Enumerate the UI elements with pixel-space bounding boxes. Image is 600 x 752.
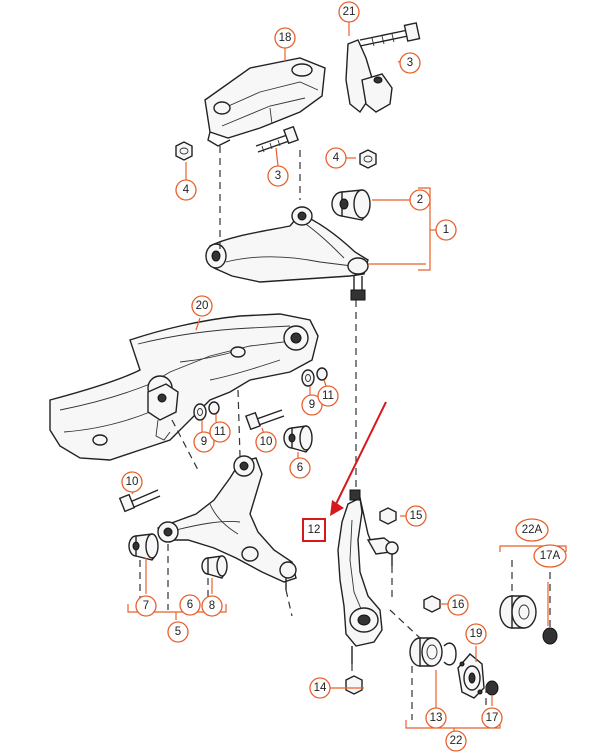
svg-text:1: 1 xyxy=(443,224,449,236)
nut-part-14 xyxy=(345,675,363,695)
callout-16: 16 xyxy=(447,594,469,616)
callout-5: 5 xyxy=(167,621,189,643)
svg-text:11: 11 xyxy=(322,390,334,402)
callout-9-lower: 9 xyxy=(193,431,215,453)
svg-text:4: 4 xyxy=(183,184,190,196)
highlight-arrow xyxy=(330,401,387,516)
svg-text:18: 18 xyxy=(279,32,292,44)
svg-text:13: 13 xyxy=(430,712,443,724)
hub-nut-part-17 xyxy=(485,680,499,696)
callout-4-left: 4 xyxy=(175,179,197,201)
hub-nut-part-17A xyxy=(542,627,558,645)
callout-2: 2 xyxy=(409,189,431,211)
upper-bracket-part-18 xyxy=(204,57,326,147)
svg-text:17A: 17A xyxy=(540,550,561,562)
washer-part-9-upper xyxy=(301,369,315,387)
tie-rod-end xyxy=(366,537,399,566)
callout-17A: 17A xyxy=(533,544,567,568)
svg-text:11: 11 xyxy=(214,426,226,438)
callout-21: 21 xyxy=(338,1,360,23)
callout-8: 8 xyxy=(201,595,223,617)
callout-1: 1 xyxy=(435,219,457,241)
svg-text:22A: 22A xyxy=(522,524,543,536)
svg-text:21: 21 xyxy=(343,6,356,18)
svg-text:19: 19 xyxy=(470,628,483,640)
callout-15: 15 xyxy=(405,505,427,527)
svg-text:15: 15 xyxy=(410,510,423,522)
mount-clamp-part-21 xyxy=(345,39,393,114)
callout-10-right: 10 xyxy=(255,431,277,453)
svg-text:17: 17 xyxy=(486,712,499,724)
bolt-part-10-right xyxy=(245,409,285,431)
svg-text:22: 22 xyxy=(450,735,463,747)
svg-text:10: 10 xyxy=(260,436,273,448)
svg-text:12: 12 xyxy=(308,524,321,536)
circlip xyxy=(443,642,457,666)
steering-knuckle-part-12 xyxy=(337,489,385,664)
svg-text:7: 7 xyxy=(143,600,149,612)
svg-text:5: 5 xyxy=(175,626,181,638)
wheel-hub-part-19 xyxy=(457,653,485,699)
nut-part-11-upper xyxy=(316,367,328,381)
upper-control-arm-part-1 xyxy=(205,206,369,301)
nut-part-4-left xyxy=(175,141,193,161)
callout-17: 17 xyxy=(481,707,503,729)
nut-part-11-lower xyxy=(208,401,220,415)
svg-text:16: 16 xyxy=(452,599,465,611)
svg-text:10: 10 xyxy=(126,476,139,488)
bracket-bolt-part-3 xyxy=(255,125,299,153)
callout-10-left: 10 xyxy=(121,471,143,493)
callout-4-right: 4 xyxy=(325,147,347,169)
callout-11-upper: 11 xyxy=(317,385,339,407)
nut-part-16 xyxy=(423,595,441,613)
callout-3-left: 3 xyxy=(267,165,289,187)
svg-text:2: 2 xyxy=(417,194,423,206)
callout-22: 22 xyxy=(445,730,467,752)
washer-part-9-lower xyxy=(193,403,207,421)
callout-18: 18 xyxy=(274,27,296,49)
callout-14: 14 xyxy=(309,677,331,699)
callout-9-upper: 9 xyxy=(301,394,323,416)
svg-text:6: 6 xyxy=(187,599,193,611)
nut-part-15 xyxy=(379,507,397,525)
callout-7: 7 xyxy=(135,595,157,617)
callout-13: 13 xyxy=(425,707,447,729)
callout-3-top: 3 xyxy=(399,52,421,74)
callout-12-highlighted: 12 xyxy=(302,518,326,542)
callout-20: 20 xyxy=(191,295,213,317)
bushing-part-7 xyxy=(128,533,159,561)
lower-control-arm-part-5 xyxy=(157,455,297,590)
svg-text:3: 3 xyxy=(407,57,413,69)
nut-part-4-right xyxy=(359,149,377,169)
svg-text:4: 4 xyxy=(333,152,340,164)
callout-22A: 22A xyxy=(515,518,549,542)
svg-text:20: 20 xyxy=(196,300,209,312)
upper-bolt-part-3 xyxy=(359,22,421,47)
callout-6-lower: 6 xyxy=(179,594,201,616)
svg-text:3: 3 xyxy=(275,170,281,182)
callout-11-lower: 11 xyxy=(209,421,231,443)
svg-text:8: 8 xyxy=(209,600,215,612)
bolt-part-10-left xyxy=(118,489,161,513)
bushing-part-8 xyxy=(201,555,228,579)
svg-text:6: 6 xyxy=(297,462,303,474)
subframe-part-20 xyxy=(49,313,319,461)
svg-text:9: 9 xyxy=(201,436,207,448)
callout-19: 19 xyxy=(465,623,487,645)
rubber-bushing-part-2 xyxy=(331,189,371,221)
svg-text:9: 9 xyxy=(309,399,315,411)
callout-6-upper: 6 xyxy=(289,457,311,479)
wheel-bearing-part-13 xyxy=(409,637,443,667)
hub-assembly-part-22A xyxy=(499,595,537,629)
leader-lines xyxy=(131,22,549,708)
svg-text:14: 14 xyxy=(314,682,327,694)
bushing-part-6-upper xyxy=(283,425,313,453)
